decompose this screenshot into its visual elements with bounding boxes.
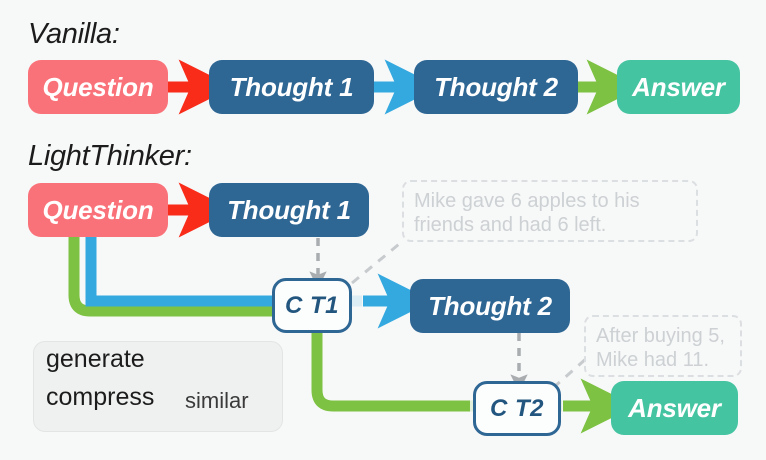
node-vanilla-answer[interactable]: Answer [617,60,740,114]
node-lt-question[interactable]: Question [28,183,168,237]
legend-label-similar: similar [185,388,249,413]
row-label-vanilla: Vanilla: [28,18,120,50]
link-similar-ct2-callout2 [552,355,589,390]
row-label-lightthinker: LightThinker: [28,140,192,172]
node-lt-compressed-t2[interactable]: C T2 [473,381,561,436]
legend-panel: generate compress similar [33,341,283,432]
carrier-line-blue [85,236,433,329]
node-lt-compressed-t1[interactable]: C T1 [272,278,352,333]
carrier-line-green [68,236,636,434]
node-vanilla-thought-2[interactable]: Thought 2 [414,60,578,114]
node-vanilla-question[interactable]: Question [28,60,168,114]
node-lt-answer[interactable]: Answer [611,381,738,435]
node-vanilla-thought-1[interactable]: Thought 1 [209,60,374,114]
callout-thought-2-text: After buying 5, Mike had 11. [584,315,742,377]
node-lt-thought-2[interactable]: Thought 2 [410,279,570,333]
callout-thought-1-text: Mike gave 6 apples to his friends and ha… [402,180,698,242]
link-similar-ct1-callout1 [351,238,405,285]
legend-label-compress: compress [46,383,155,411]
node-lt-thought-1[interactable]: Thought 1 [209,183,369,237]
legend-label-generate: generate [46,345,145,373]
